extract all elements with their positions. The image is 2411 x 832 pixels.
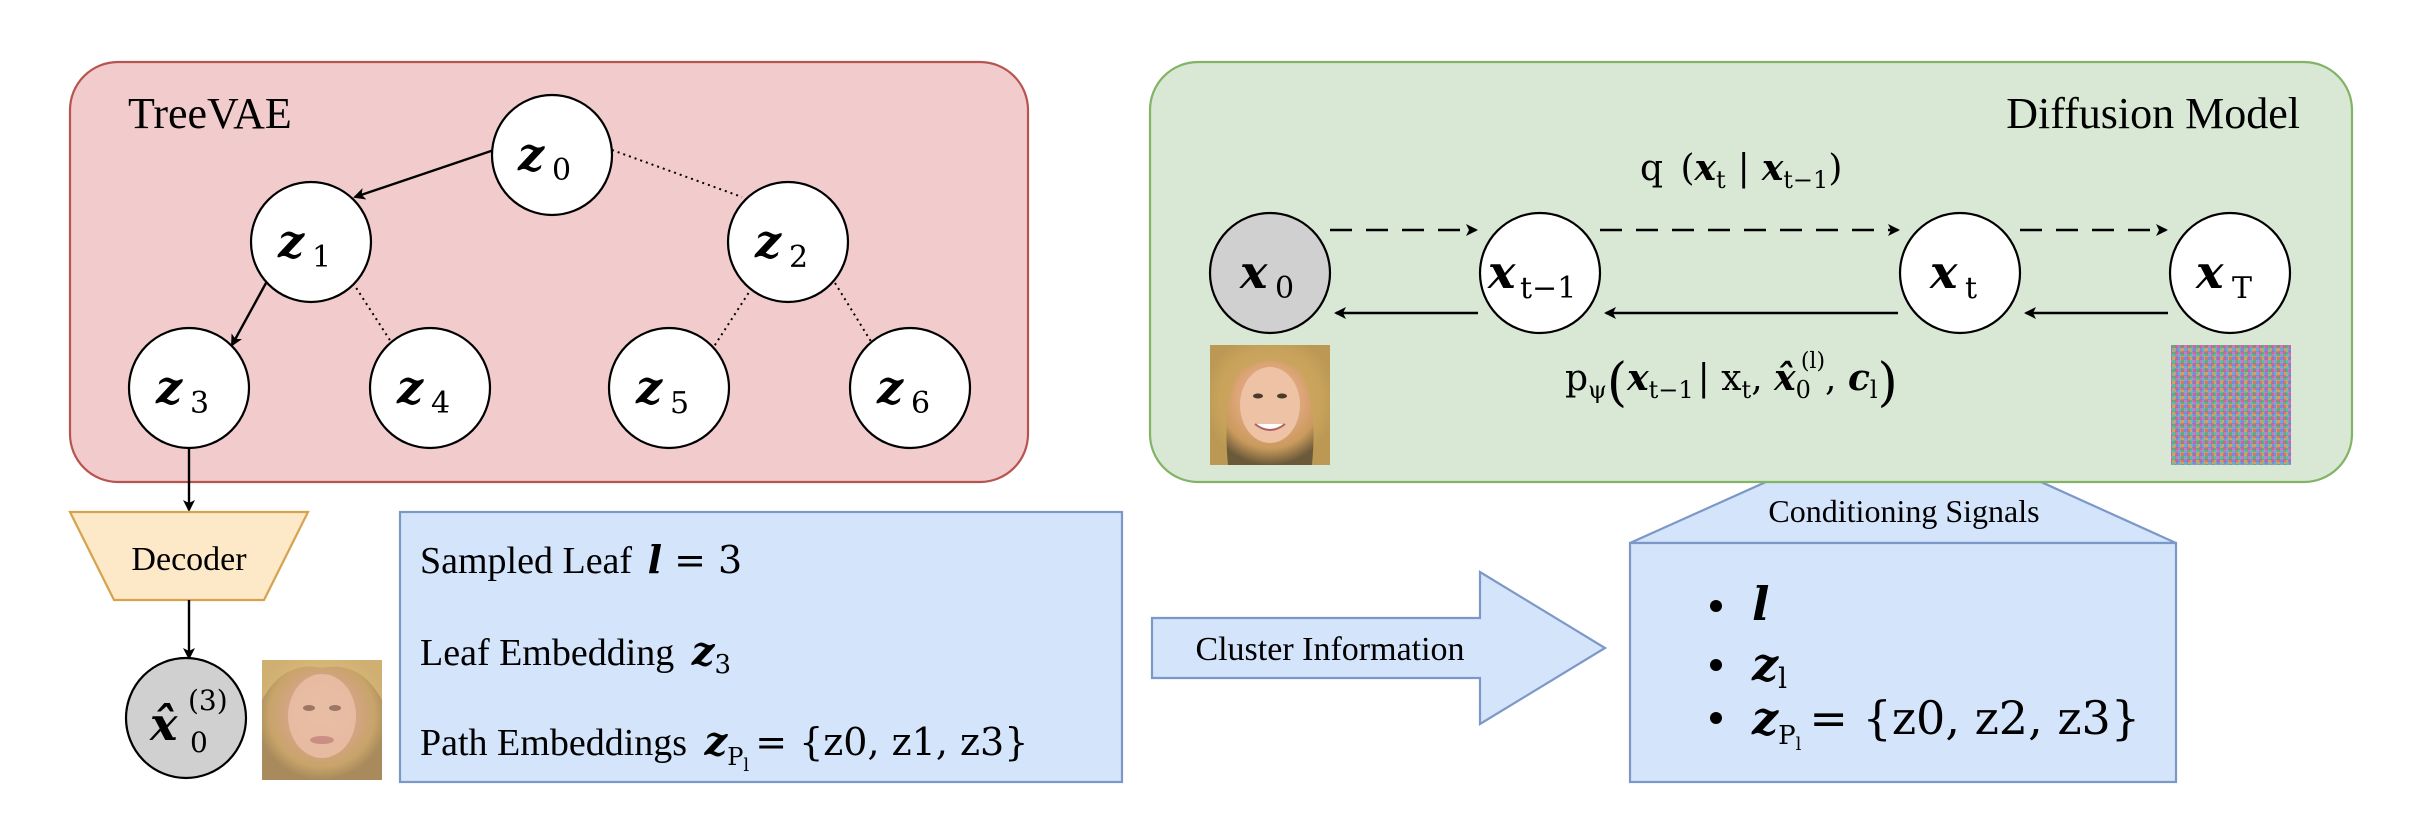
tree-node-z5: z 5 — [607, 326, 731, 450]
svg-text:t: t — [1965, 271, 1977, 306]
tree-edges — [230, 148, 876, 349]
treevae-panel — [68, 60, 1030, 484]
tree-node-z6: z 6 — [848, 326, 972, 450]
tree-node-z3: z 3 — [127, 326, 251, 450]
tree-node-z2: z 2 — [726, 180, 850, 304]
svg-text:x: x — [1487, 245, 1516, 299]
svg-text:x: x — [1239, 245, 1268, 299]
svg-text:Cluster Information: Cluster Information — [1195, 631, 1464, 668]
svg-text:2: 2 — [789, 240, 808, 275]
svg-text:x: x — [2195, 245, 2224, 299]
noise-image — [2171, 345, 2291, 465]
svg-text:Conditioning Signals: Conditioning Signals — [1768, 493, 2039, 529]
svg-text:6: 6 — [911, 386, 930, 421]
svg-text:z: z — [876, 360, 904, 414]
tree-node-z1: z 1 — [249, 180, 373, 304]
diffusion-node-x0: x 0 — [1208, 211, 1332, 335]
svg-text:Leaf Embedding z3: Leaf Embedding z3 — [420, 628, 731, 680]
svg-text:(3): (3) — [188, 684, 228, 717]
svg-text:T: T — [2232, 271, 2252, 306]
tree-node-z4: z 4 — [368, 326, 492, 450]
reconstructed-face-image — [262, 660, 382, 780]
svg-text:5: 5 — [670, 386, 689, 421]
diffusion-node-xt: x t — [1898, 211, 2022, 335]
diffusion-panel — [1148, 60, 2354, 484]
svg-text:0: 0 — [190, 726, 208, 759]
svg-text:l: l — [1752, 577, 1769, 631]
svg-text:3: 3 — [190, 386, 209, 421]
svg-text:1: 1 — [312, 240, 331, 275]
svg-text:Path Embeddings zPl= {z0: Path Embeddings zPl= {z0, z1, z3} — [420, 718, 1028, 776]
diffusion-title: Diffusion Model — [2006, 89, 2300, 138]
svg-text:4: 4 — [431, 386, 450, 421]
svg-text:0: 0 — [552, 153, 571, 188]
svg-text:z: z — [277, 214, 305, 268]
svg-text:zl: zl — [1751, 637, 1787, 695]
tree-node-z0: z 0 — [490, 93, 614, 217]
diffusion-node-xt-1: x t−1 — [1478, 211, 1602, 335]
svg-text:x: x — [1929, 245, 1958, 299]
svg-text:0: 0 — [1275, 271, 1294, 306]
svg-text:x̂: x̂ — [149, 697, 178, 751]
svg-text:z: z — [155, 360, 183, 414]
decoded-output-node: x̂ 0 (3) — [124, 656, 248, 780]
svg-text:Sampled Leaf l = 3: Sampled Leaf l = 3 — [420, 537, 742, 582]
svg-text:z: z — [754, 214, 782, 268]
diffusion-node-xT: x T — [2168, 211, 2292, 335]
svg-text:Decoder: Decoder — [131, 541, 247, 578]
treevae-title: TreeVAE — [128, 89, 292, 138]
forward-process-label: q (xt|xt−1) — [1640, 147, 1842, 194]
svg-text:z: z — [635, 360, 663, 414]
svg-text:z: z — [517, 127, 545, 181]
cluster-information-arrow: Cluster Information — [1150, 570, 1608, 726]
decoder-block: Decoder — [68, 510, 310, 602]
sampled-leaf-box: Sampled Leaf l = 3 Leaf Embedding z3 Pat… — [398, 510, 1124, 784]
input-face-image — [1210, 345, 1330, 465]
svg-text:zPl= {z0, z2, z3}: zPl= {z0, z2, z3} — [1751, 691, 2140, 755]
svg-text:t−1: t−1 — [1520, 271, 1576, 306]
svg-text:z: z — [396, 360, 424, 414]
reverse-process-label: pψ(xt−1| xt, x̂0(l), cl) — [1565, 349, 1898, 413]
